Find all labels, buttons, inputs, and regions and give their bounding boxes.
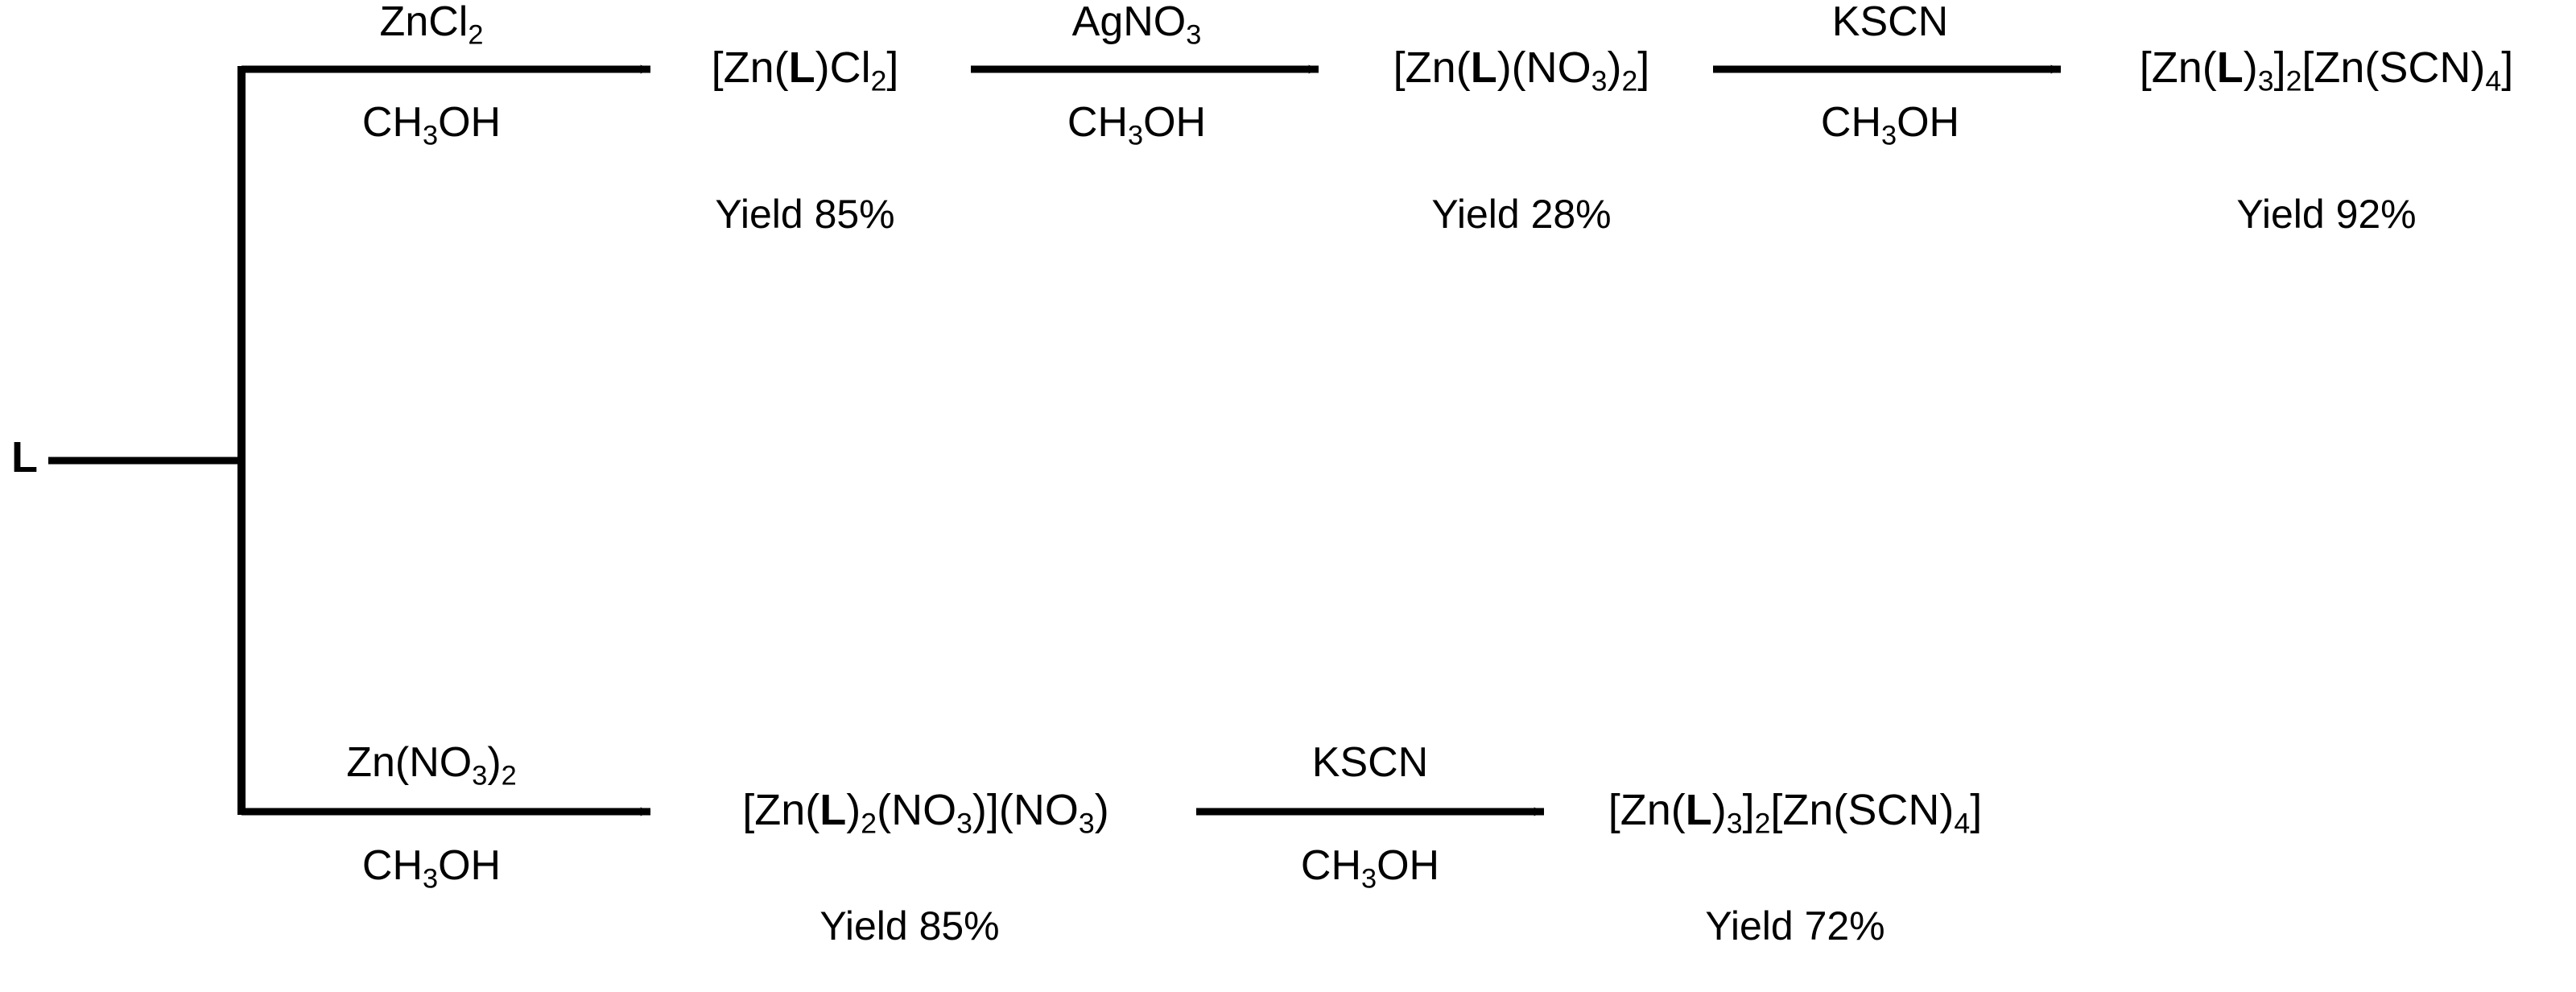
reagent-bottom-1: Zn(NO3)2: [346, 739, 517, 792]
reagent-top-3: KSCN: [1831, 0, 1949, 45]
solvent-bottom-1: CH3OH: [361, 842, 502, 895]
product-top-2: [Zn(L)(NO3)2]: [1393, 43, 1650, 97]
solvent-top-3: CH3OH: [1820, 99, 1960, 151]
yield-top-2: Yield 28%: [1431, 192, 1612, 237]
starting-material-label: L: [11, 433, 38, 482]
solvent-top-1: CH3OH: [361, 99, 502, 151]
product-bottom-1: [Zn(L)2(NO3)](NO3): [742, 786, 1109, 840]
product-top-3: [Zn(L)3]2[Zn(SCN)4]: [2139, 43, 2514, 97]
reagent-top-1: ZnCl2: [379, 0, 484, 51]
product-bottom-2: [Zn(L)3]2[Zn(SCN)4]: [1608, 786, 1983, 840]
product-top-1: [Zn(L)Cl2]: [711, 43, 899, 97]
reagent-bottom-2: KSCN: [1311, 739, 1429, 786]
yield-top-1: Yield 85%: [715, 192, 895, 237]
solvent-bottom-2: CH3OH: [1300, 842, 1440, 895]
yield-bottom-2: Yield 72%: [1705, 903, 1885, 949]
yield-top-3: Yield 92%: [2236, 192, 2417, 237]
reagent-top-2: AgNO3: [1071, 0, 1202, 51]
yield-bottom-1: Yield 85%: [819, 903, 1000, 949]
solvent-top-2: CH3OH: [1067, 99, 1207, 151]
